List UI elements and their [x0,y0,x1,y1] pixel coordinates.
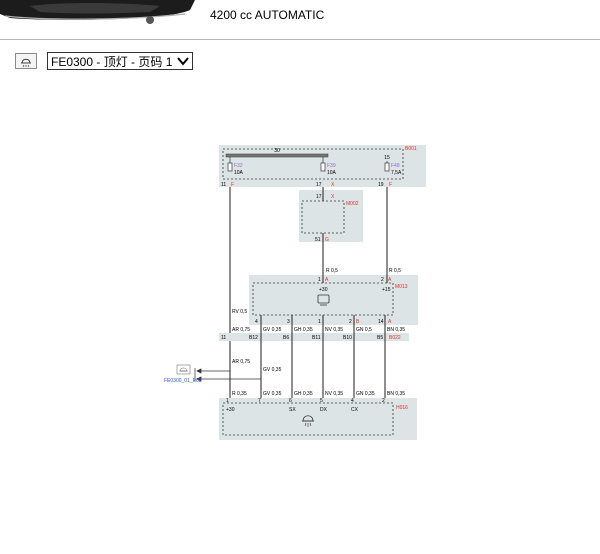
m013-pin2b: 2 [349,319,352,325]
m013-pin1-letter: A [325,277,329,283]
h016-dx: DX [320,407,328,413]
engine-description: 4200 cc AUTOMATIC [210,8,325,22]
wire-label-bn035-bot: BN 0,35 [387,391,405,397]
m013-pin2-letter: A [388,277,392,283]
b001-pin19-letter: F [389,182,392,188]
b001-pin17: 17 [316,182,322,188]
m013-id: M013 [395,284,408,290]
fuse-f39-rating: 10A [327,170,337,176]
m002-pin51: 51 [315,237,321,243]
h016-pin7: 7 [258,398,261,404]
m013-supply-15: +15 [382,287,391,293]
h016-pin4: 4 [351,398,354,404]
fuse-f39-symbol [320,162,326,172]
m002-id: M002 [346,201,359,207]
wire-label-gv035-mid: GV 0,35 [263,367,282,373]
chevron-down-icon [177,57,190,66]
m013-pin1b: 1 [318,319,321,325]
m013-pin14: 14 [378,319,384,325]
wire-label-r035: R 0,35 [232,391,247,397]
fuse-f32-name: F32 [234,163,243,169]
h016-supply-30: +30 [226,407,235,413]
b022-pin-b12: B12 [249,335,258,341]
wire-label-nv035-bot: NV 0,35 [325,391,343,397]
component-b001: 30 15 B001 F32 10A F39 10A F48 7,5A 11 F… [219,145,426,188]
h016-pin6: 6 [289,398,292,404]
h016-id: H016 [396,405,408,411]
h016-sx: SX [289,407,296,413]
m013-pin1: 1 [318,277,321,283]
fuse-f48-rating: 7,5A [391,170,402,176]
fuse-f32-symbol [227,162,233,172]
m013-pin4: 4 [255,319,258,325]
page-link-text[interactable]: FE0300_01_P02 [164,378,202,384]
page-select[interactable]: FE0300 - 顶灯 - 页码 1 [47,52,194,70]
wire-label-nv035-top: NV 0,35 [325,327,343,333]
component-m013: M013 1 A 2 A +30 +15 4 3 1 2 B 14 A [249,275,418,325]
b022-pin-b11: B11 [312,335,321,341]
module-icon [317,294,330,304]
wire-label-ar075-top: AR 0,75 [232,327,250,333]
wire-paths [229,187,388,398]
m013-pin3: 3 [287,319,290,325]
car-thumbnail [0,0,195,24]
page-select-label: FE0300 - 顶灯 - 页码 1 [51,54,173,69]
b022-pin11: 11 [221,335,226,341]
wire-label-bn035-top: BN 0,35 [387,327,405,333]
fuse-f48-symbol [384,162,390,172]
m002-pin51-letter: G [325,237,329,243]
wire-branches [194,368,261,382]
m013-pin2: 2 [381,277,384,283]
b022-pin-b6: B6 [283,335,289,341]
b022-pin-b5: B5 [377,335,383,341]
b001-pin11-letter: F [231,182,234,188]
dome-light-icon[interactable] [15,53,37,69]
fuse-f48-name: F48 [391,163,400,169]
page-link[interactable]: FE0300_01_P02 [164,364,202,384]
m002-pin17: 17 [316,194,322,200]
h016-pin5: 5 [320,398,323,404]
h016-cx: CX [351,407,359,413]
b001-pin17-letter: X [331,182,335,188]
h016-pin2: 2 [382,398,385,404]
dome-light-link-icon[interactable] [176,364,191,375]
component-h016: H016 1 7 6 5 4 2 +30 SX DX CX [219,398,417,440]
wire-label-ar075-mid: AR 0,75 [232,359,250,365]
wire-label-gv035-top: GV 0,35 [263,327,282,333]
b001-pin11: 11 [221,182,226,188]
fuse-f32-rating: 10A [234,170,244,176]
m013-pin2b-letter: B [356,319,360,325]
wire-label-gn05: GN 0,5 [356,327,372,333]
wire-label-gv035-bot: GV 0,35 [263,391,282,397]
h016-pin1: 1 [226,398,229,404]
component-m002: M002 17 X 51 G [299,190,363,243]
b001-pin19: 19 [378,182,384,188]
wire-labels: R 0,5 R 0,5 RV 0,5 AR 0,75 GV 0,35 GH 0,… [232,268,405,397]
wire-label-r05-b: R 0,5 [389,268,401,274]
b001-bus-label: 30 [274,148,280,154]
b022-pin-b10: B10 [343,335,352,341]
wire-label-gh035-top: GH 0,35 [294,327,313,333]
dome-lamp-icon [302,415,314,427]
wire-label-rv05: RV 0,5 [232,309,247,315]
header-divider [0,39,600,40]
b022-id: B022 [389,335,401,341]
fuse-f39-name: F39 [327,163,336,169]
wire-label-r05-a: R 0,5 [326,268,338,274]
b001-pin15-label: 15 [384,155,390,161]
wire-label-gn035: GN 0,35 [356,391,375,397]
wire-label-gh035-bot: GH 0,35 [294,391,313,397]
m013-pin14-letter: A [388,319,392,325]
m002-pin17-letter: X [331,194,335,200]
m013-supply-30: +30 [319,287,328,293]
b001-id: B001 [405,146,417,152]
connector-b022: 11 B12 B6 B11 B10 B5 B022 [219,333,409,341]
